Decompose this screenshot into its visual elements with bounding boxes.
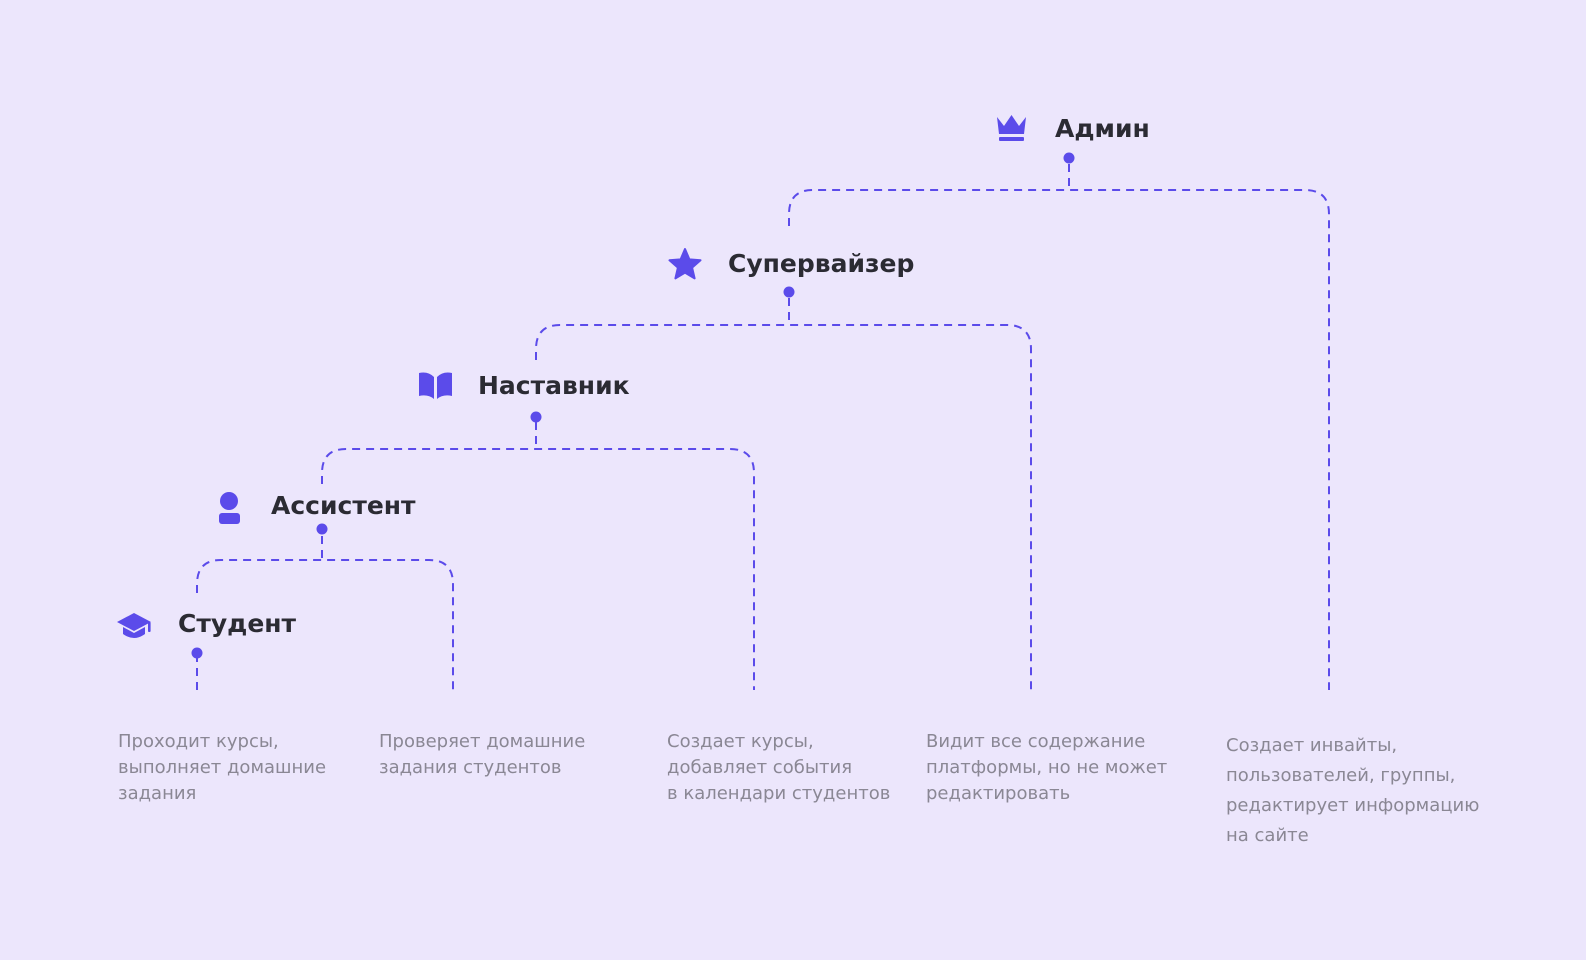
description-line: платформы, но не может — [926, 757, 1168, 778]
student-description: Проходит курсы, выполняет домашние задан… — [118, 729, 326, 807]
node-dots — [191, 152, 1075, 659]
assistant-label: Ассистент — [271, 491, 416, 520]
description-line: редактировать — [926, 783, 1071, 804]
supervisor-bracket-connector — [535, 324, 1032, 690]
admin-bracket-connector — [788, 189, 1330, 690]
admin-label: Админ — [1055, 114, 1150, 143]
description-line: выполняет домашние — [118, 757, 327, 778]
mentor-description: Создает курсы, добавляет события в кален… — [667, 729, 890, 807]
connectors — [196, 164, 1330, 690]
admin-node-dot — [1063, 152, 1075, 164]
role-mentor: Наставник — [419, 371, 630, 400]
description-line: задания студентов — [379, 757, 562, 778]
student-node-dot — [191, 647, 203, 659]
mentor-bracket-connector — [321, 448, 755, 690]
admin-description: Создает инвайты, пользователей, группы, … — [1226, 731, 1479, 851]
assistant-node-dot — [316, 523, 328, 535]
description-line: добавляет события — [667, 757, 853, 778]
role-student: Студент — [117, 609, 297, 638]
supervisor-node-dot — [783, 286, 795, 298]
description-line: в календари студентов — [667, 783, 891, 804]
description-line: задания — [118, 783, 197, 804]
crown-icon — [997, 115, 1026, 141]
role-supervisor: Супервайзер — [668, 248, 914, 280]
star-icon — [668, 248, 702, 280]
assistant-description: Проверяет домашние задания студентов — [379, 729, 585, 781]
role-admin: Админ — [997, 114, 1150, 143]
user-icon — [219, 492, 240, 524]
role-assistant: Ассистент — [219, 491, 416, 524]
student-label: Студент — [178, 609, 297, 638]
description-line: Видит все содержание — [926, 731, 1146, 752]
mentor-node-dot — [530, 411, 542, 423]
supervisor-label: Супервайзер — [728, 249, 914, 278]
description-line: Проходит курсы, — [118, 731, 279, 752]
mentor-label: Наставник — [478, 371, 630, 400]
description-line: Создает курсы, — [667, 731, 814, 752]
description-line: Проверяет домашние — [379, 731, 586, 752]
description-line: Создает инвайты, — [1226, 735, 1398, 756]
description-line: редактирует информацию — [1226, 795, 1480, 816]
description-line: на сайте — [1226, 825, 1309, 846]
assistant-bracket-connector — [196, 559, 454, 690]
graduation-cap-icon — [117, 613, 151, 638]
description-line: пользователей, группы, — [1226, 765, 1456, 786]
supervisor-description: Видит все содержание платформы, но не мо… — [926, 729, 1167, 807]
book-icon — [419, 372, 452, 399]
